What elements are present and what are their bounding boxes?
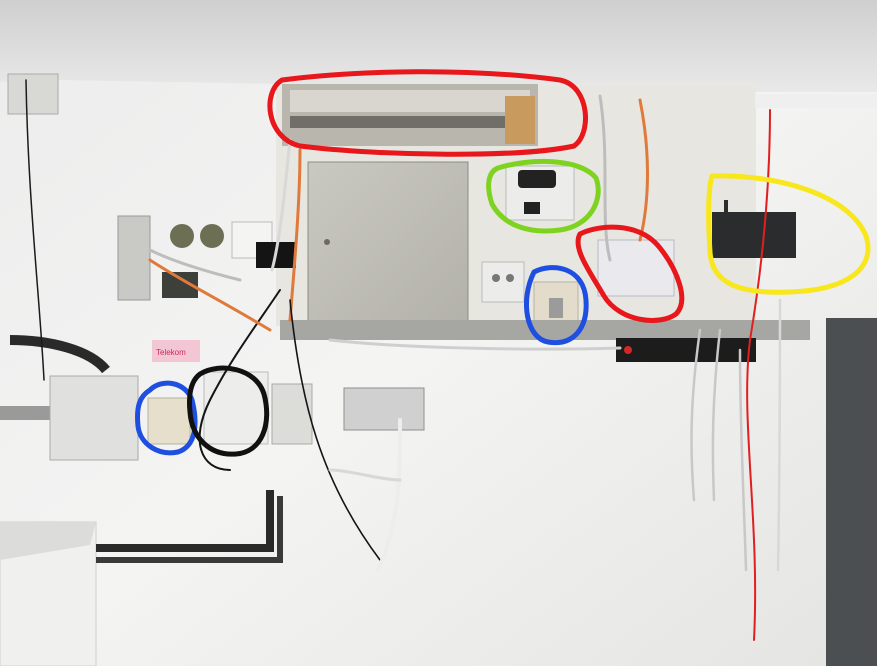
box-lock xyxy=(324,239,330,245)
ceiling xyxy=(0,0,877,92)
annotation-green xyxy=(486,159,601,234)
cabinet-top xyxy=(0,522,96,560)
distribution-box xyxy=(307,161,469,323)
device-box xyxy=(271,383,313,445)
socket-knob xyxy=(200,224,224,248)
door-edge xyxy=(826,318,877,666)
modem-top xyxy=(518,170,556,188)
switch-antenna xyxy=(724,200,728,216)
junction-box xyxy=(49,375,139,461)
power-outlet xyxy=(231,221,273,259)
annotation-red-right xyxy=(575,224,685,323)
small-device-left xyxy=(117,215,151,301)
coax-socket xyxy=(481,261,525,303)
socket-knob xyxy=(170,224,194,248)
conduit xyxy=(0,406,52,420)
coax-port xyxy=(492,274,500,282)
conduit-black xyxy=(9,335,110,374)
sticker-text: Telekom xyxy=(156,348,186,357)
annotation-blue-center xyxy=(524,265,589,346)
annotation-black xyxy=(187,365,270,457)
annotation-red-top xyxy=(267,69,588,157)
annotation-blue-left xyxy=(135,380,198,456)
conduit-black xyxy=(96,496,283,563)
sticker xyxy=(152,340,200,362)
power-switch xyxy=(624,346,632,354)
annotations xyxy=(135,69,871,457)
network-switch xyxy=(712,212,796,258)
rail xyxy=(280,320,810,340)
patch-strip-upper xyxy=(290,90,530,112)
coax-port xyxy=(506,274,514,282)
phone-plug xyxy=(549,298,563,318)
upper-shelf xyxy=(755,94,877,108)
conduit-black xyxy=(96,490,274,552)
phone-socket-left xyxy=(147,397,191,445)
cables xyxy=(25,79,782,641)
annotation-yellow xyxy=(706,173,871,295)
patch-strip-terminals xyxy=(290,116,530,128)
wood-block xyxy=(505,96,535,144)
power-strip xyxy=(616,338,756,362)
modem-port xyxy=(524,202,540,214)
tv-amplifier xyxy=(343,387,425,431)
wall-box-top-left xyxy=(7,73,59,115)
